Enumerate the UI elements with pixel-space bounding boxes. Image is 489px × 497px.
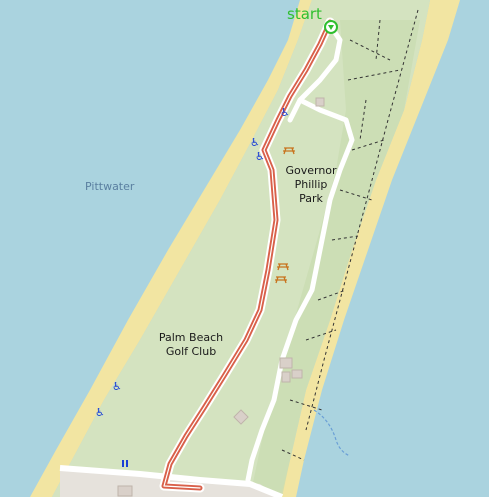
svg-text:♿: ♿ [280, 106, 290, 119]
water-label: Pittwater [85, 180, 135, 193]
svg-text:♿: ♿ [250, 136, 260, 149]
start-marker-icon[interactable] [324, 20, 338, 34]
golf-label-line-2: Golf Club [166, 345, 216, 358]
toilets-icon [122, 460, 128, 467]
pittwater-beach [30, 0, 312, 497]
stream [313, 409, 351, 457]
svg-text:♿: ♿ [112, 380, 122, 393]
bottom-road-edge [59, 465, 284, 497]
park-land [52, 0, 430, 497]
park-label-line-3: Park [299, 192, 323, 205]
park-label-line-1: Governor [285, 164, 337, 177]
picnic-table-icon [275, 147, 295, 284]
ocean-beach [280, 0, 460, 497]
buildings [117, 97, 325, 497]
start-label: start [287, 5, 322, 23]
svg-text:♿: ♿ [95, 406, 105, 419]
footpaths [245, 25, 355, 483]
park-label-line-2: Phillip [295, 178, 328, 191]
golf-label-line-1: Palm Beach [159, 331, 223, 344]
wheelchair-icon: ♿ ♿ ♿ ♿ ♿ [95, 106, 290, 419]
route-line-inner [163, 21, 331, 489]
dashed-tracks [281, 9, 419, 461]
svg-text:♿: ♿ [255, 150, 265, 163]
